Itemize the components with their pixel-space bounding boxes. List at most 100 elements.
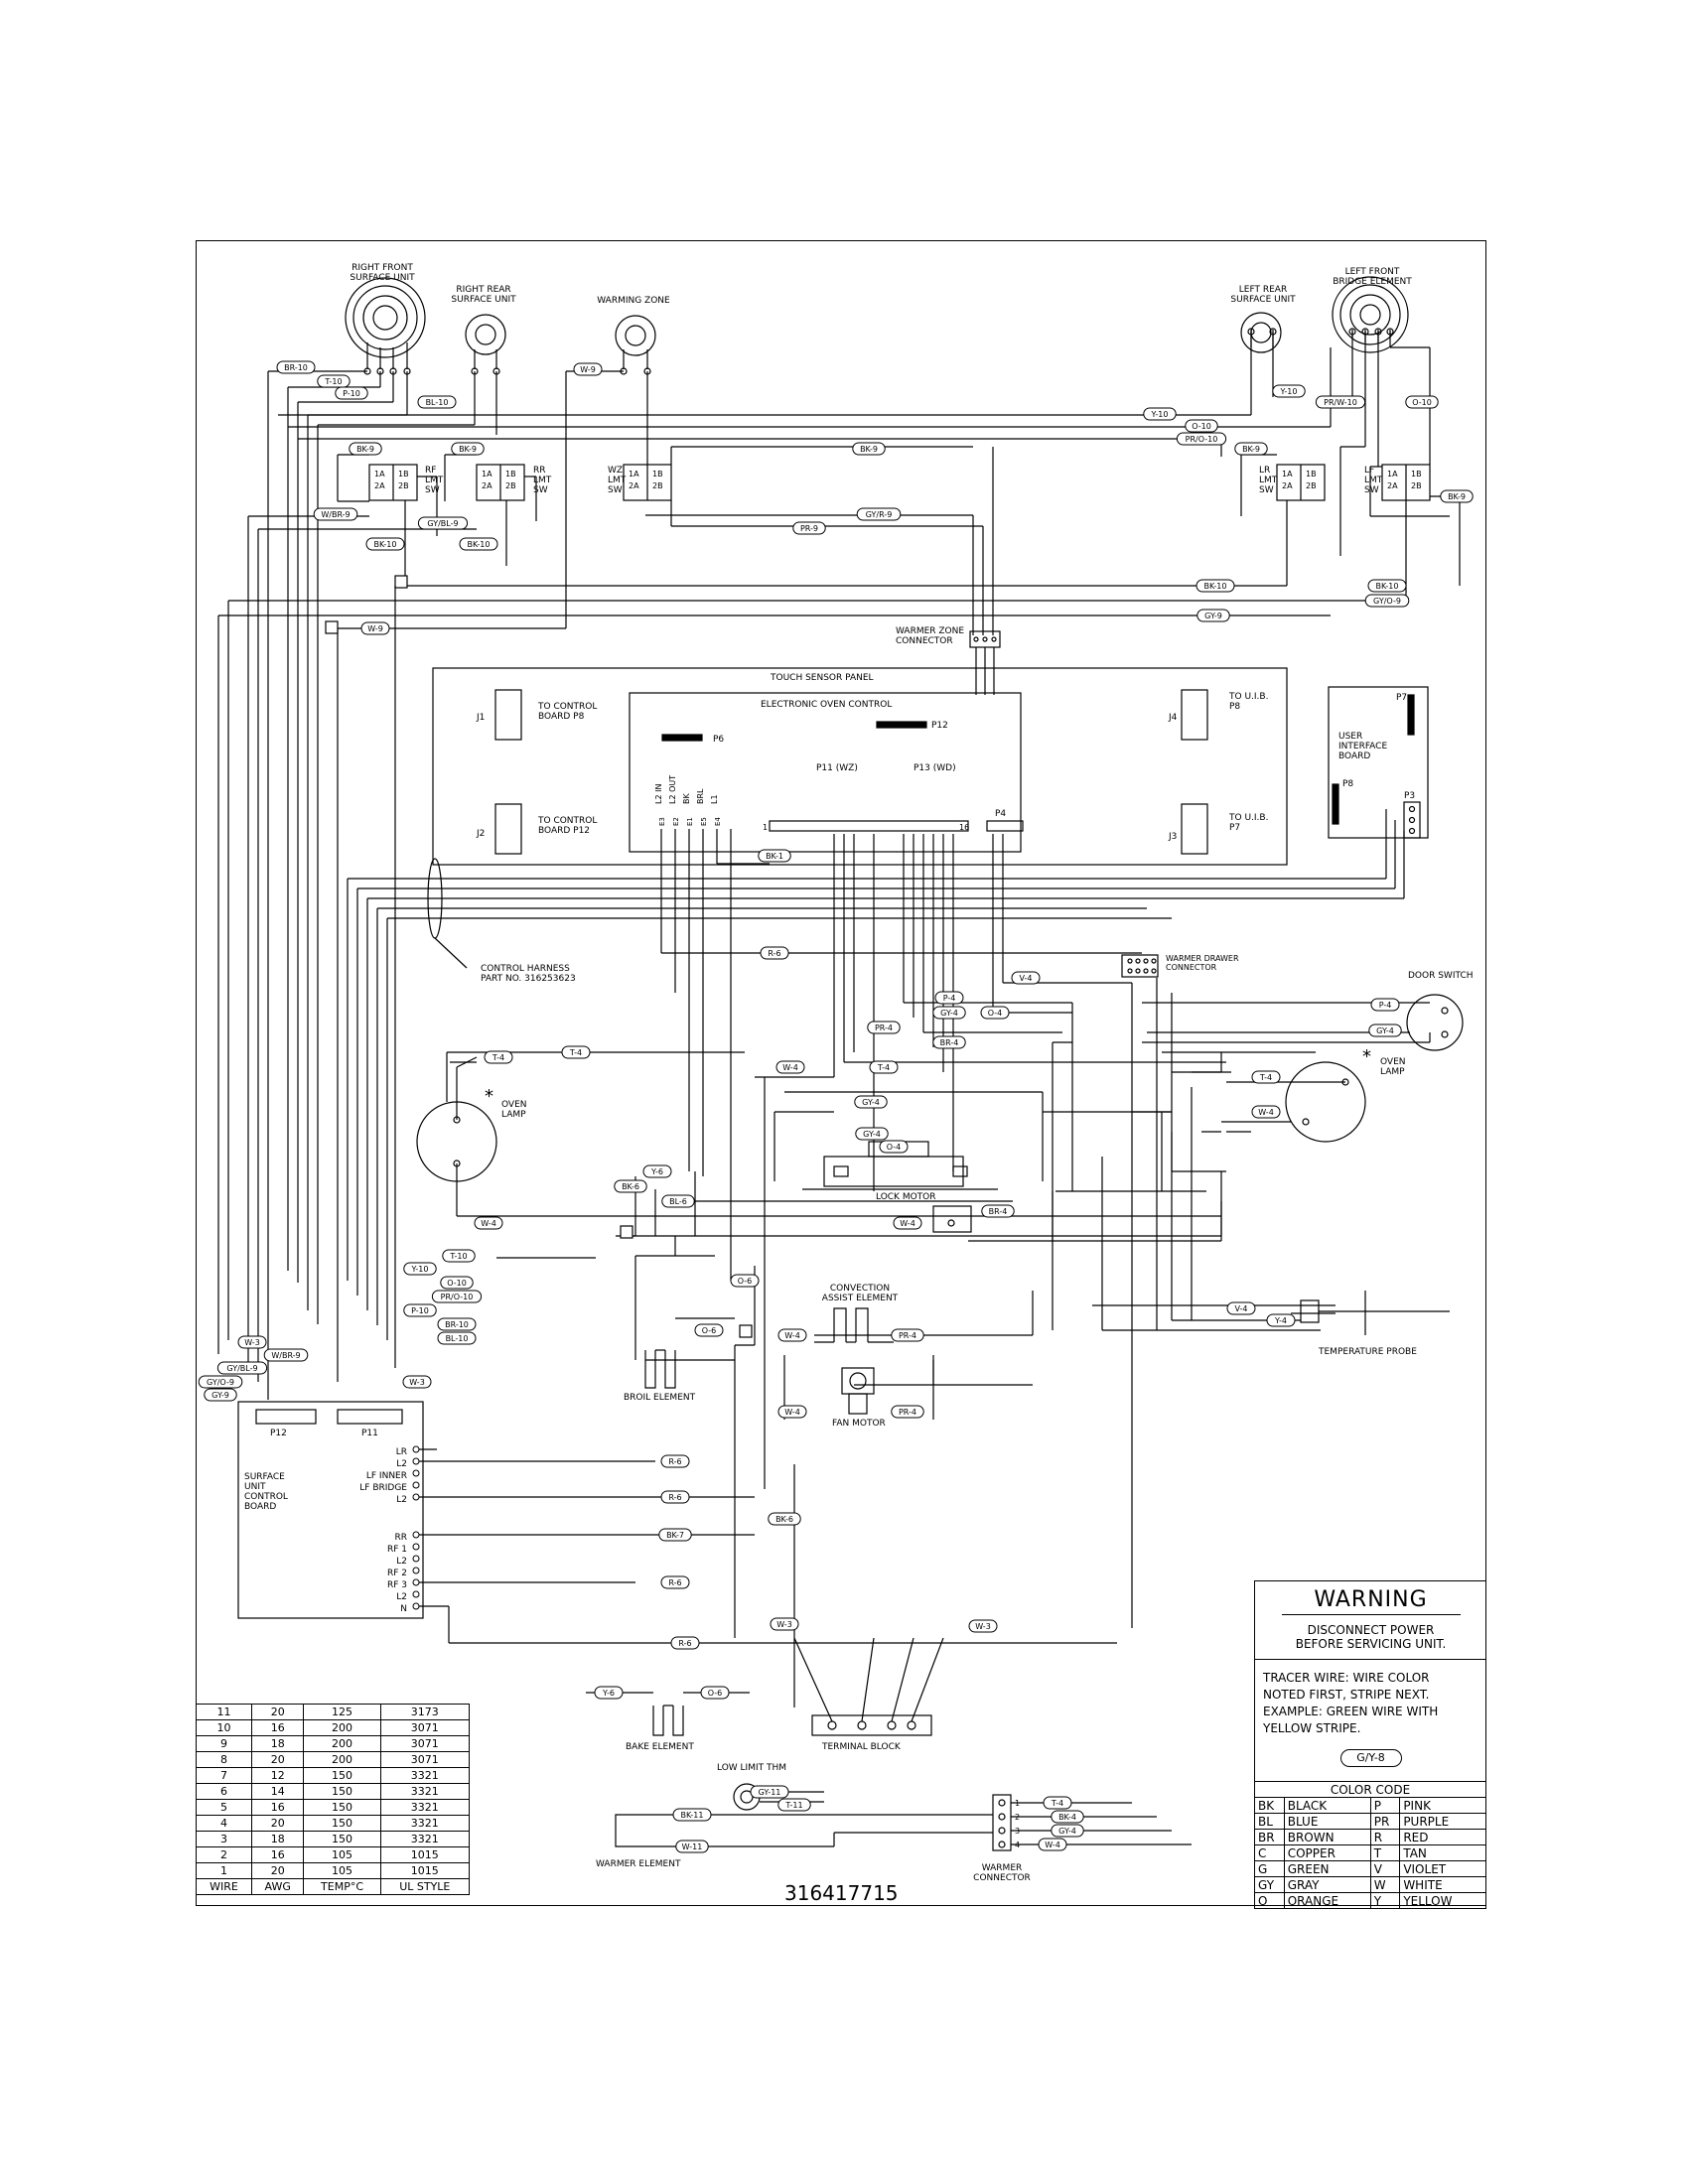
switch-terminal-1b: 1B [652, 470, 663, 478]
wire-tag: PR-9 [792, 521, 826, 535]
wire-tag: GY-11 [750, 1785, 789, 1799]
wire-tag: BK-10 [1196, 579, 1235, 593]
wire-tag-group: BR-10T-10P-10BL-10W-9Y-10O-10PR/O-10Y-10… [198, 360, 1474, 1853]
board-terminal-label: RR [394, 1533, 407, 1543]
label-terminal-block: TERMINAL BLOCK [821, 1742, 902, 1752]
tracer-line-4: YELLOW STRIPE. [1263, 1721, 1361, 1735]
wire-tag-label: PR-4 [899, 1408, 916, 1417]
wire-tag: O-4 [980, 1006, 1010, 1020]
wire-tag-label: GY-9 [1204, 612, 1222, 620]
temperature-probe [1300, 1291, 1450, 1335]
left-rear-surface-unit [1240, 312, 1282, 353]
wire-tag-label: BK-10 [468, 540, 491, 549]
color-code-abbr: Y [1369, 1892, 1401, 1909]
wire-tag: O-10 [440, 1276, 474, 1290]
wire-tag: T-4 [1251, 1070, 1281, 1084]
oven-lamp-right [1226, 1061, 1366, 1143]
wire-tag-label: BK-11 [681, 1811, 704, 1820]
wire-tag: W-4 [777, 1405, 807, 1419]
wire-tag-label: GY-4 [1058, 1827, 1076, 1836]
warmer-zone-connector [969, 630, 1001, 695]
wire-tag: Y-10 [1143, 407, 1177, 421]
wire-spec-cell: 20 [250, 1815, 305, 1832]
wire-tag: O-4 [879, 1140, 909, 1154]
warmer-connector-pin: 2 [1015, 1813, 1020, 1822]
label-p7: P7 [1396, 693, 1407, 703]
wire-spec-cell: 16 [250, 1846, 305, 1863]
color-code-name: PURPLE [1399, 1813, 1486, 1830]
wire-tag-label: GY/BL-9 [226, 1364, 257, 1373]
switch-terminal-1a: 1A [374, 470, 385, 478]
wire-tag: GY-4 [932, 1006, 966, 1020]
label-pin-16: 16 [959, 823, 969, 832]
wire-tag: BK-11 [672, 1808, 712, 1822]
color-code-name: GREEN [1283, 1860, 1371, 1877]
wire-tag-label: V-4 [1235, 1304, 1248, 1313]
wire-tag-label: GY-4 [940, 1009, 958, 1018]
switch-terminal-1a: 1A [629, 470, 639, 478]
wire-tag-label: R-6 [768, 949, 780, 958]
wire-tag: BK-9 [1234, 442, 1268, 456]
switch-terminal-2a: 2A [482, 481, 492, 490]
oven-control-pin-code: E1 [686, 817, 694, 826]
wire-spec-cell: 1015 [379, 1862, 471, 1879]
tracer-line-1: TRACER WIRE: WIRE COLOR [1263, 1671, 1430, 1685]
color-code-abbr: C [1254, 1844, 1285, 1861]
wire-tag-label: Y-6 [602, 1689, 615, 1698]
warmer-drawer-connector [1121, 954, 1159, 978]
wire-tag-label: W-4 [481, 1219, 496, 1228]
wire-tag-label: T-4 [1259, 1073, 1272, 1082]
wire-tag-label: GY-4 [1376, 1026, 1394, 1035]
board-terminal-label: L2 [396, 1459, 407, 1469]
wire-tag: W-4 [1251, 1105, 1281, 1119]
color-code-name: RED [1399, 1829, 1486, 1845]
wire-tag-label: Y-6 [650, 1167, 663, 1176]
wire-tag-label: BL-10 [446, 1334, 469, 1343]
switch-terminal-1a: 1A [482, 470, 492, 478]
label-door-switch: DOOR SWITCH [1408, 971, 1474, 981]
wire-spec-header-cell: WIRE [196, 1878, 252, 1895]
asterisk-right: * [1362, 1046, 1371, 1067]
wire-spec-cell: 3321 [379, 1799, 471, 1816]
wire-tag-label: GY-4 [863, 1130, 881, 1139]
color-code-abbr: BL [1254, 1813, 1285, 1830]
wire-spec-cell: 4 [196, 1815, 252, 1832]
wire-tag: GY/O-9 [1364, 594, 1410, 608]
wire-tag-label: BK-10 [374, 540, 397, 549]
wire-spec-cell: 20 [250, 1862, 305, 1879]
wire-tag-label: O-10 [447, 1279, 467, 1288]
wire-tag: W-3 [968, 1619, 998, 1633]
wire-tag: P-4 [934, 991, 964, 1005]
wire-spec-cell: 8 [196, 1751, 252, 1768]
wire-tag-label: W-4 [784, 1408, 800, 1417]
wire-tag: O-6 [694, 1323, 724, 1337]
wire-spec-cell: 20 [250, 1751, 305, 1768]
wire-tag-label: O-4 [988, 1009, 1003, 1018]
label-broil-element: BROIL ELEMENT [624, 1393, 696, 1403]
label-low-limit-thm: LOW LIMIT THM [717, 1763, 786, 1773]
wire-spec-cell: 6 [196, 1783, 252, 1800]
label-lock-motor: LOCK MOTOR [876, 1192, 936, 1202]
wire-tag-label: PR/W-10 [1324, 398, 1357, 407]
label-j2: J2 [476, 829, 485, 839]
wire-tag-label: O-6 [702, 1326, 717, 1335]
wire-tag-label: T-10 [449, 1252, 467, 1261]
wire-tag-label: GY-9 [211, 1391, 229, 1400]
oven-control-pin-code: E5 [700, 817, 708, 826]
wire-tag: W-9 [360, 621, 390, 635]
wire-spec-cell: 3 [196, 1831, 252, 1847]
wire-tag: W-4 [777, 1328, 807, 1342]
wire-tag: BR-10 [276, 360, 316, 374]
